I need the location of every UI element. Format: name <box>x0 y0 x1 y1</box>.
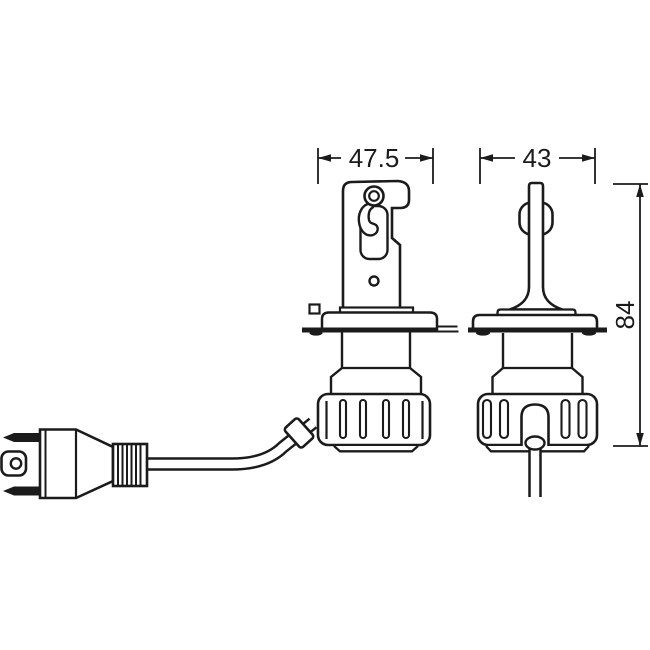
bulb-front-neck <box>329 332 423 394</box>
cable-gland <box>520 403 550 446</box>
dimension-height <box>612 183 648 447</box>
dimension-front-width <box>317 144 434 184</box>
dimension-label-front-width: 47.5 <box>349 143 400 173</box>
connector-pin-top <box>3 433 40 442</box>
bulb-side-neck <box>491 333 584 394</box>
dimension-label-side-width: 43 <box>523 143 552 173</box>
dimension-label-height: 84 <box>610 301 640 330</box>
connector-pin-bottom <box>3 486 40 496</box>
cable-left <box>147 417 318 471</box>
bulb-side-cap <box>476 392 599 453</box>
bulb-side-blade <box>509 181 563 311</box>
connector-tab <box>0 450 28 477</box>
cable-grommet <box>283 417 315 449</box>
bulb-front-view <box>302 179 459 453</box>
bulb-front-flange <box>302 303 459 336</box>
strain-relief-ribs <box>111 442 149 488</box>
bulb-side-flange <box>468 313 607 336</box>
power-connector <box>0 428 149 500</box>
cable-right <box>524 435 546 499</box>
bulb-front-hook <box>357 202 379 237</box>
dimension-side-width <box>479 144 596 184</box>
bulb-front-cap <box>316 392 432 453</box>
bulb-side-view <box>468 181 607 499</box>
